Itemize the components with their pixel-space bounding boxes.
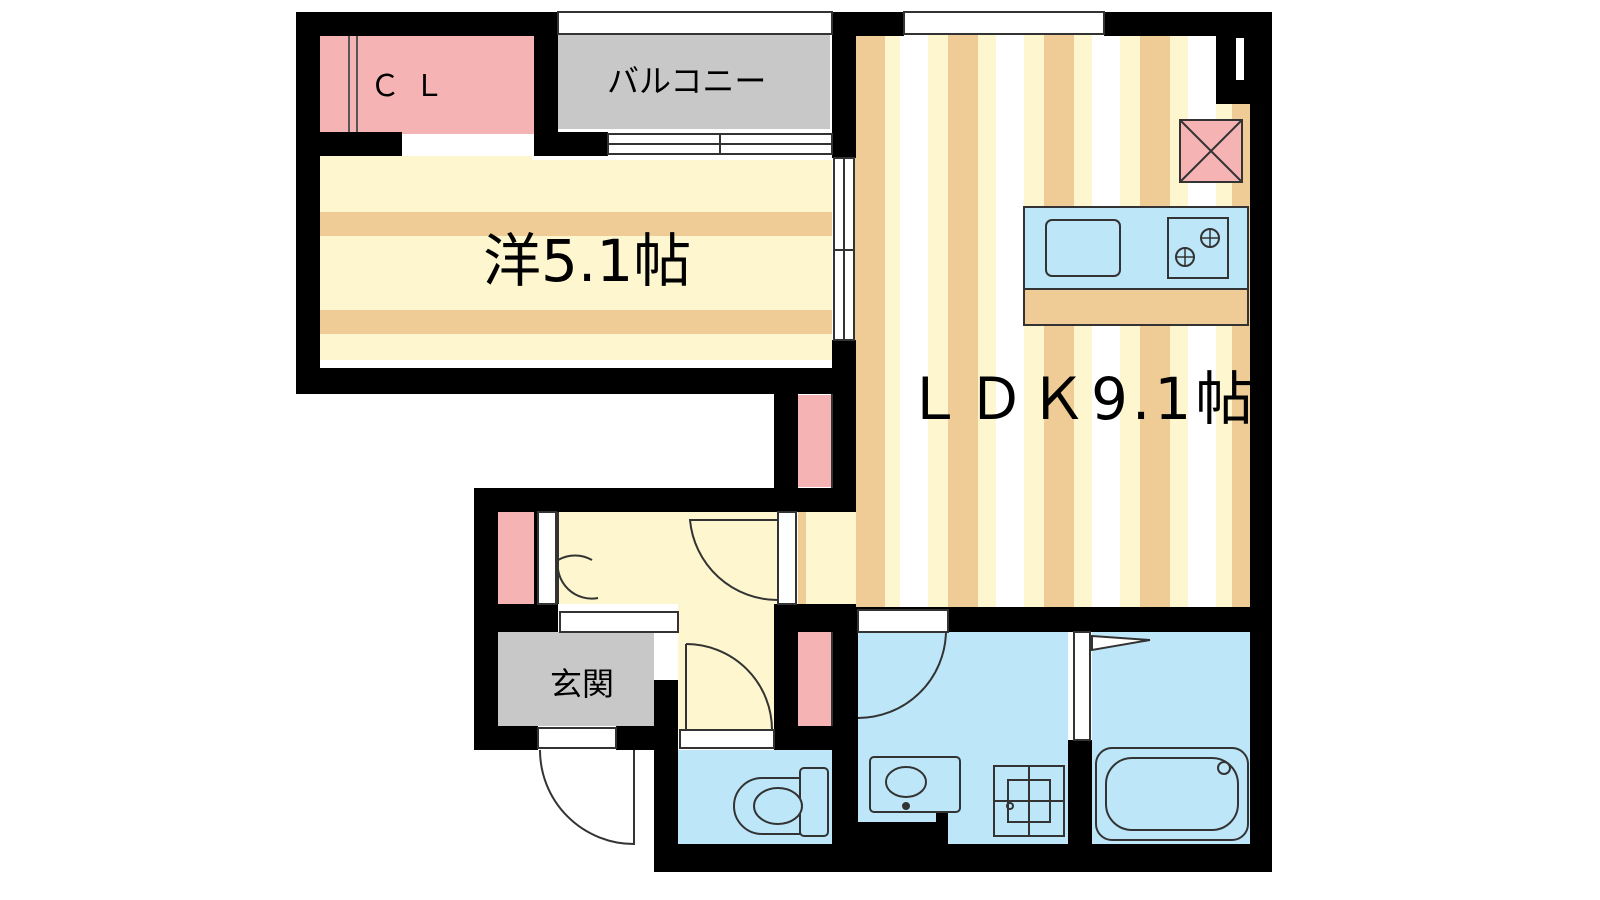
window-top-balcony <box>557 11 833 35</box>
kitchen-counter <box>1023 206 1249 326</box>
washing-machine-icon <box>993 765 1065 837</box>
washbasin-icon <box>869 756 961 813</box>
toilet-icon <box>733 767 829 837</box>
stove-burner-icon <box>1167 217 1229 279</box>
balcony-label: バルコニー <box>607 62 767 100</box>
bathtub-icon <box>1095 747 1249 841</box>
hall-storage-3 <box>798 632 832 726</box>
kitchen-sink-icon <box>1045 219 1121 277</box>
western-room-label: 洋5.1帖 <box>483 227 692 295</box>
western-room <box>320 142 832 360</box>
hall-storage-1 <box>798 395 832 487</box>
entrance-label: 玄関 <box>550 665 615 703</box>
balcony-floor <box>558 35 830 129</box>
counter-bar <box>1023 288 1249 326</box>
fridge-space-icon <box>1179 119 1243 183</box>
window-top-ldk <box>903 11 1105 35</box>
ldk-label: ＬＤＫ9.1帖 <box>905 365 1258 433</box>
entrance-floor <box>498 632 654 726</box>
closet-label: ＣＬ <box>370 69 458 104</box>
hallway-floor <box>558 512 778 729</box>
door-swing-icon <box>537 394 1151 846</box>
closet-floor <box>320 35 535 135</box>
hall-storage-2 <box>498 512 534 606</box>
